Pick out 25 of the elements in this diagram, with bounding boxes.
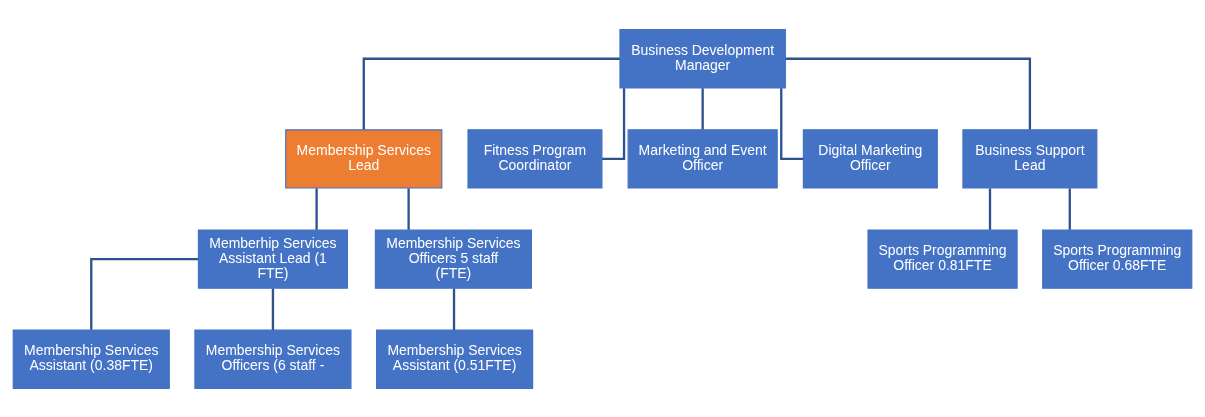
connector xyxy=(271,288,275,330)
node-box: Sports Programming Officer 0.68FTE xyxy=(1042,228,1193,289)
connector xyxy=(701,87,704,130)
node-box: Digital Marketing Officer xyxy=(802,128,938,189)
connector xyxy=(1068,187,1071,230)
node-box: Marketing and Event Officer xyxy=(627,128,778,189)
node-box: Sports Programming Officer 0.81FTE xyxy=(867,228,1018,289)
node-box: Membership Services Assistant (0.38FTE) xyxy=(12,329,170,389)
connector xyxy=(780,87,804,160)
connector xyxy=(602,87,626,160)
node-box: Membership Services Assistant (0.51FTE) xyxy=(376,329,534,389)
node-box: Membership Services Officers (6 staff - xyxy=(194,329,352,389)
node-box: Fitness Program Coordinator xyxy=(467,128,603,189)
connector xyxy=(315,187,318,230)
connector xyxy=(785,57,1032,129)
node-box: Membership Services Lead xyxy=(285,128,443,189)
connector xyxy=(452,288,456,330)
node-box: Business Support Lead xyxy=(962,128,1098,189)
connector xyxy=(407,187,410,230)
node-box: Membership Services Officers 5 staff (FTE) xyxy=(374,228,533,289)
connector xyxy=(362,57,620,129)
node-box: Business Development Manager xyxy=(619,28,786,88)
connector xyxy=(90,257,198,330)
node-box: Memberhip Services Assistant Lead (1 FTE) xyxy=(197,228,349,289)
connector xyxy=(988,187,992,230)
